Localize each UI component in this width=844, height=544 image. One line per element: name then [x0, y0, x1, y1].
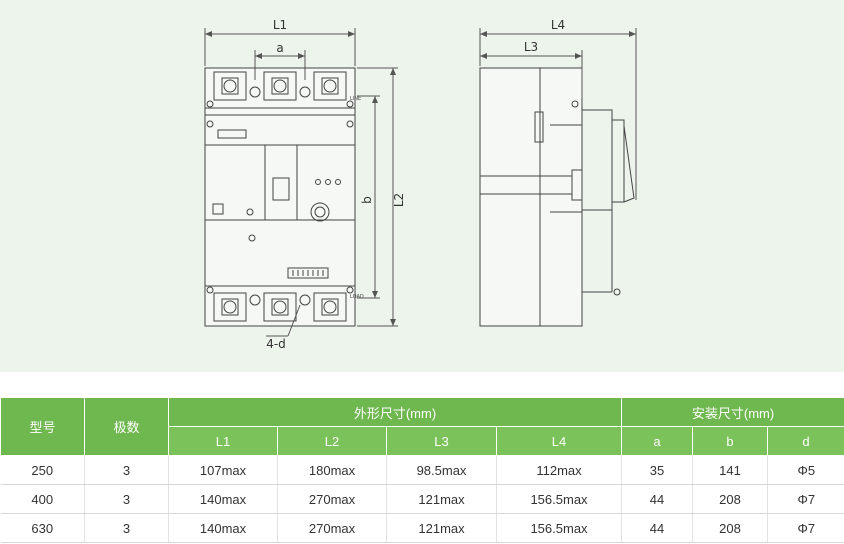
table-row: 630 3 140max 270max 121max 156.5max 44 2…	[0, 513, 844, 543]
technical-drawing: L1 a L2 b 4-d L4 L3 LINE LOAD	[0, 0, 844, 372]
cell-d: Φ7	[767, 484, 844, 514]
header-poles: 极数	[84, 397, 169, 456]
cell-model: 400	[0, 484, 85, 514]
label-a: a	[276, 41, 283, 55]
cell-b: 208	[692, 513, 769, 543]
header-b: b	[692, 426, 769, 456]
label-line: LINE	[350, 96, 361, 102]
header-d: d	[767, 426, 844, 456]
cell-L4: 112max	[496, 455, 623, 485]
cell-L3: 121max	[386, 484, 497, 514]
cell-L3: 98.5max	[386, 455, 497, 485]
label-b: b	[360, 196, 374, 204]
header-model: 型号	[0, 397, 85, 456]
label-load: LOAD	[350, 294, 364, 300]
side-view	[479, 67, 635, 327]
cell-L2: 270max	[277, 513, 387, 543]
cell-a: 44	[621, 513, 694, 543]
header-L1: L1	[168, 426, 278, 456]
cell-poles: 3	[84, 484, 169, 514]
table-row: 400 3 140max 270max 121max 156.5max 44 2…	[0, 484, 844, 514]
cell-b: 141	[692, 455, 769, 485]
cell-L4: 156.5max	[496, 484, 623, 514]
cell-L1: 107max	[168, 455, 278, 485]
breaker-dimension-drawing: L1 a L2 b 4-d L4 L3 LINE LOAD	[204, 18, 637, 351]
header-a: a	[621, 426, 694, 456]
cell-L3: 121max	[386, 513, 497, 543]
cell-L1: 140max	[168, 484, 278, 514]
header-install-group: 安装尺寸(mm)	[621, 397, 844, 427]
cell-model: 250	[0, 455, 85, 485]
label-L3: L3	[524, 40, 538, 54]
front-view	[204, 67, 356, 327]
front-dimensions	[204, 28, 398, 337]
header-L2: L2	[277, 426, 387, 456]
label-L4: L4	[551, 18, 565, 32]
side-dimensions	[479, 28, 637, 200]
dimension-arrows	[205, 31, 636, 326]
cell-poles: 3	[84, 455, 169, 485]
table-row: 250 3 107max 180max 98.5max 112max 35 14…	[0, 455, 844, 485]
label-L2: L2	[392, 193, 406, 207]
cell-d: Φ5	[767, 455, 844, 485]
header-L4: L4	[495, 426, 623, 456]
header-L3: L3	[386, 426, 497, 456]
cell-a: 44	[621, 484, 694, 514]
spec-table: 型号 极数 外形尺寸(mm) 安装尺寸(mm) L1 L2 L3 L4 a b …	[0, 397, 844, 543]
label-4-d: 4-d	[266, 337, 286, 351]
cell-L4: 156.5max	[496, 513, 623, 543]
label-L1: L1	[273, 18, 287, 32]
cell-poles: 3	[84, 513, 169, 543]
cell-a: 35	[621, 455, 694, 485]
cell-d: Φ7	[767, 513, 844, 543]
cell-L2: 180max	[277, 455, 387, 485]
header-outline-group: 外形尺寸(mm)	[167, 397, 623, 427]
cell-L2: 270max	[277, 484, 387, 514]
cell-L1: 140max	[168, 513, 278, 543]
cell-b: 208	[692, 484, 769, 514]
cell-model: 630	[0, 513, 85, 543]
